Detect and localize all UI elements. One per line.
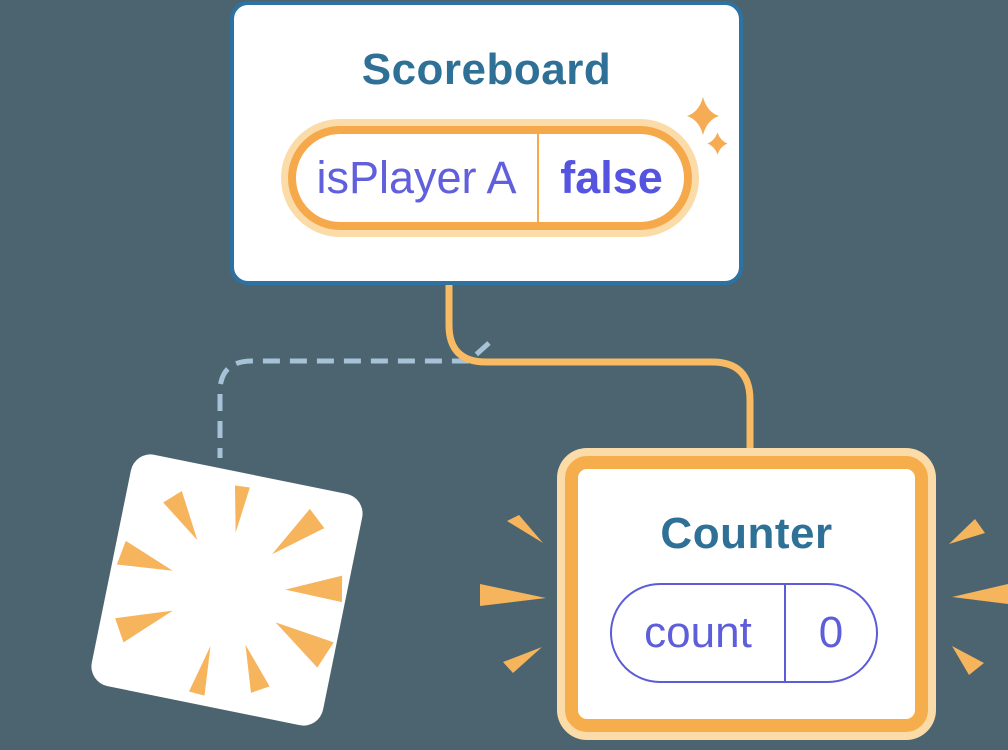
state-value-label: 0 — [818, 608, 844, 657]
state-key-label: count — [644, 608, 752, 657]
destroyed-link-dashed-line — [217, 341, 491, 458]
state-key-cell: isPlayer A — [296, 134, 537, 222]
active-link-line — [445, 280, 754, 452]
scoreboard-state-pill: isPlayer A false — [288, 126, 692, 230]
state-value-label: false — [560, 152, 663, 203]
counter-state-pill: count 0 — [610, 583, 878, 683]
emphasis-burst-right-icon — [949, 519, 1008, 675]
destroyed-component-card — [87, 450, 367, 730]
scoreboard-title: Scoreboard — [361, 45, 612, 94]
poof-burst-icon — [115, 485, 343, 696]
state-value-cell: 0 — [784, 585, 876, 681]
state-key-label: isPlayer A — [316, 152, 517, 203]
state-value-cell: false — [537, 134, 684, 222]
sparkle-icon — [687, 97, 728, 155]
counter-title: Counter — [660, 509, 833, 558]
emphasis-burst-left-icon — [480, 515, 546, 673]
state-key-cell: count — [612, 585, 784, 681]
